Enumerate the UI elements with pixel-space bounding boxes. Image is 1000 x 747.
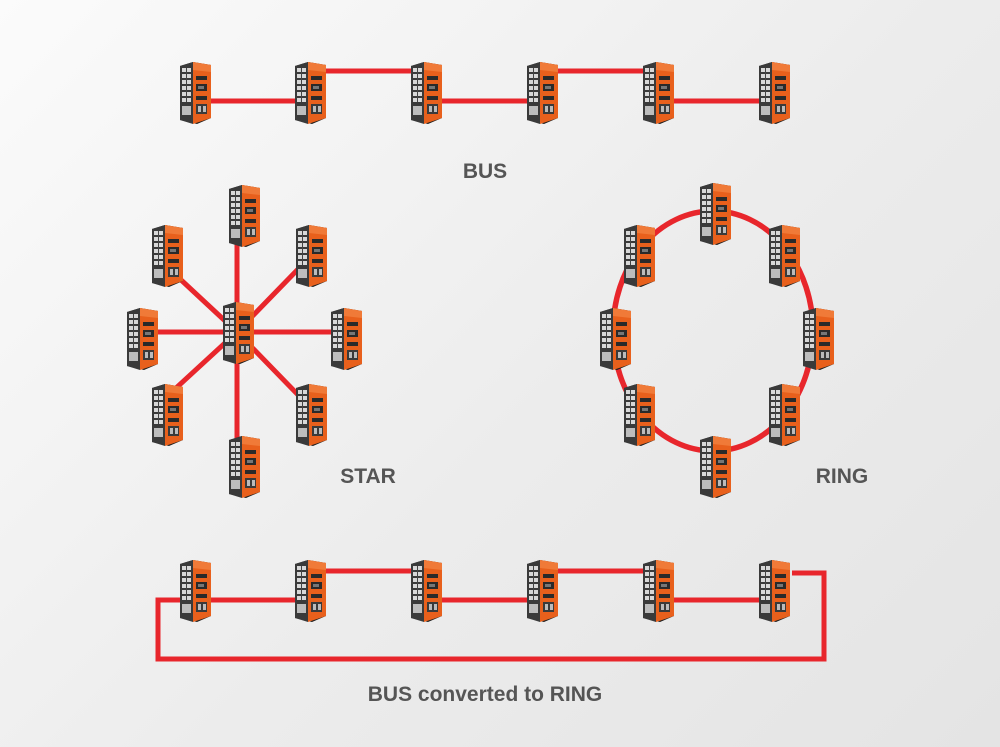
switch-icon [151, 383, 184, 447]
switch-icon [126, 307, 159, 371]
ring-topology: RING [599, 182, 869, 499]
bus-topology: BUS [179, 61, 791, 183]
bus-links [205, 68, 760, 104]
switch-icon [642, 61, 675, 125]
switch-icon [410, 559, 443, 623]
switch-icon [699, 182, 732, 246]
switch-icon [228, 184, 261, 248]
switch-icon [802, 307, 835, 371]
switch-icon [151, 224, 184, 288]
switch-icon [410, 61, 443, 125]
switch-icon [179, 559, 212, 623]
switch-icon [758, 61, 791, 125]
switch-icon [295, 224, 328, 288]
bus-label: BUS [463, 160, 507, 183]
switch-icon [526, 559, 559, 623]
switch-icon [295, 383, 328, 447]
star-label: STAR [340, 465, 396, 488]
switch-icon [599, 307, 632, 371]
switch-icon [768, 383, 801, 447]
switch-icon [294, 61, 327, 125]
switch-icon [623, 224, 656, 288]
ring-label: RING [816, 465, 869, 488]
switch-icon [623, 383, 656, 447]
bus-ring-label: BUS converted to RING [368, 683, 603, 706]
switch-icon [642, 559, 675, 623]
switch-icon [330, 307, 363, 371]
switch-icon [228, 435, 261, 499]
switch-icon [699, 435, 732, 499]
bus-ring-links [155, 568, 827, 662]
star-topology: STAR [126, 184, 396, 499]
switch-icon [758, 559, 791, 623]
switch-icon [179, 61, 212, 125]
bus-ring-topology: BUS converted to RING [155, 559, 827, 706]
switch-icon [294, 559, 327, 623]
switch-icon [768, 224, 801, 288]
switch-icon [526, 61, 559, 125]
switch-icon [222, 301, 255, 365]
